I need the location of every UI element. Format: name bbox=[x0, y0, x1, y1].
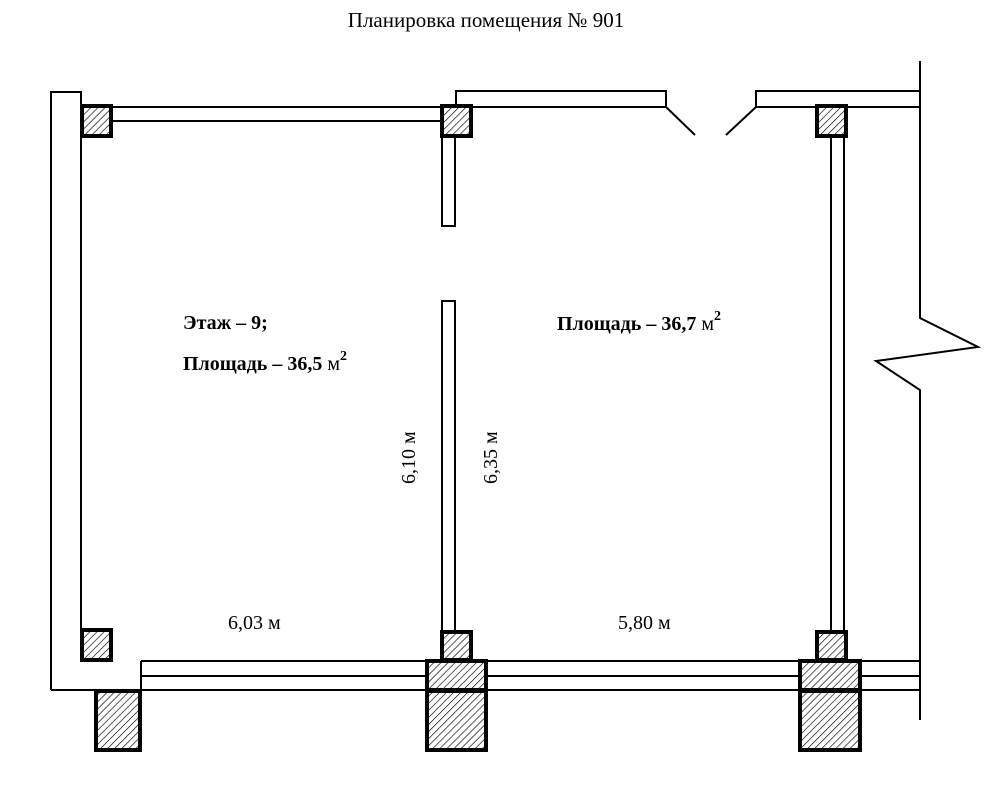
pier-right-upper bbox=[798, 659, 862, 692]
right-width-dimension: 5,80 м bbox=[618, 612, 671, 634]
door-leaf-left bbox=[665, 106, 696, 136]
top-wall-left bbox=[111, 106, 442, 122]
left-width-dimension: 6,03 м bbox=[228, 612, 281, 634]
left-exterior-wall bbox=[50, 91, 82, 690]
footing-left bbox=[94, 689, 142, 752]
floor-label: Этаж – 9; bbox=[183, 312, 268, 334]
footing-center bbox=[425, 689, 488, 752]
columns bbox=[80, 104, 862, 752]
footing-right bbox=[798, 689, 862, 752]
top-wall-middle bbox=[455, 90, 667, 108]
partition-lower bbox=[441, 300, 456, 632]
column-top-left bbox=[80, 104, 113, 138]
right-depth-dimension: 6,35 м bbox=[480, 431, 502, 484]
pier-center-upper bbox=[425, 659, 488, 692]
column-top-right bbox=[815, 104, 848, 138]
right-wall bbox=[830, 136, 845, 632]
column-bottom-center bbox=[440, 630, 473, 662]
plan-title: Планировка помещения № 901 bbox=[347, 8, 625, 32]
right-room-area: Площадь – 36,7 м2 bbox=[557, 309, 721, 335]
partition-upper bbox=[441, 136, 456, 227]
door-leaf-right bbox=[725, 106, 757, 136]
column-top-center bbox=[440, 104, 473, 138]
boundary-break-line bbox=[873, 61, 982, 720]
column-bottom-left bbox=[80, 628, 113, 662]
left-room-area: Площадь – 36,5 м2 bbox=[183, 349, 347, 375]
left-depth-dimension: 6,10 м bbox=[398, 431, 420, 484]
walls bbox=[50, 61, 982, 720]
column-bottom-right bbox=[815, 630, 848, 662]
